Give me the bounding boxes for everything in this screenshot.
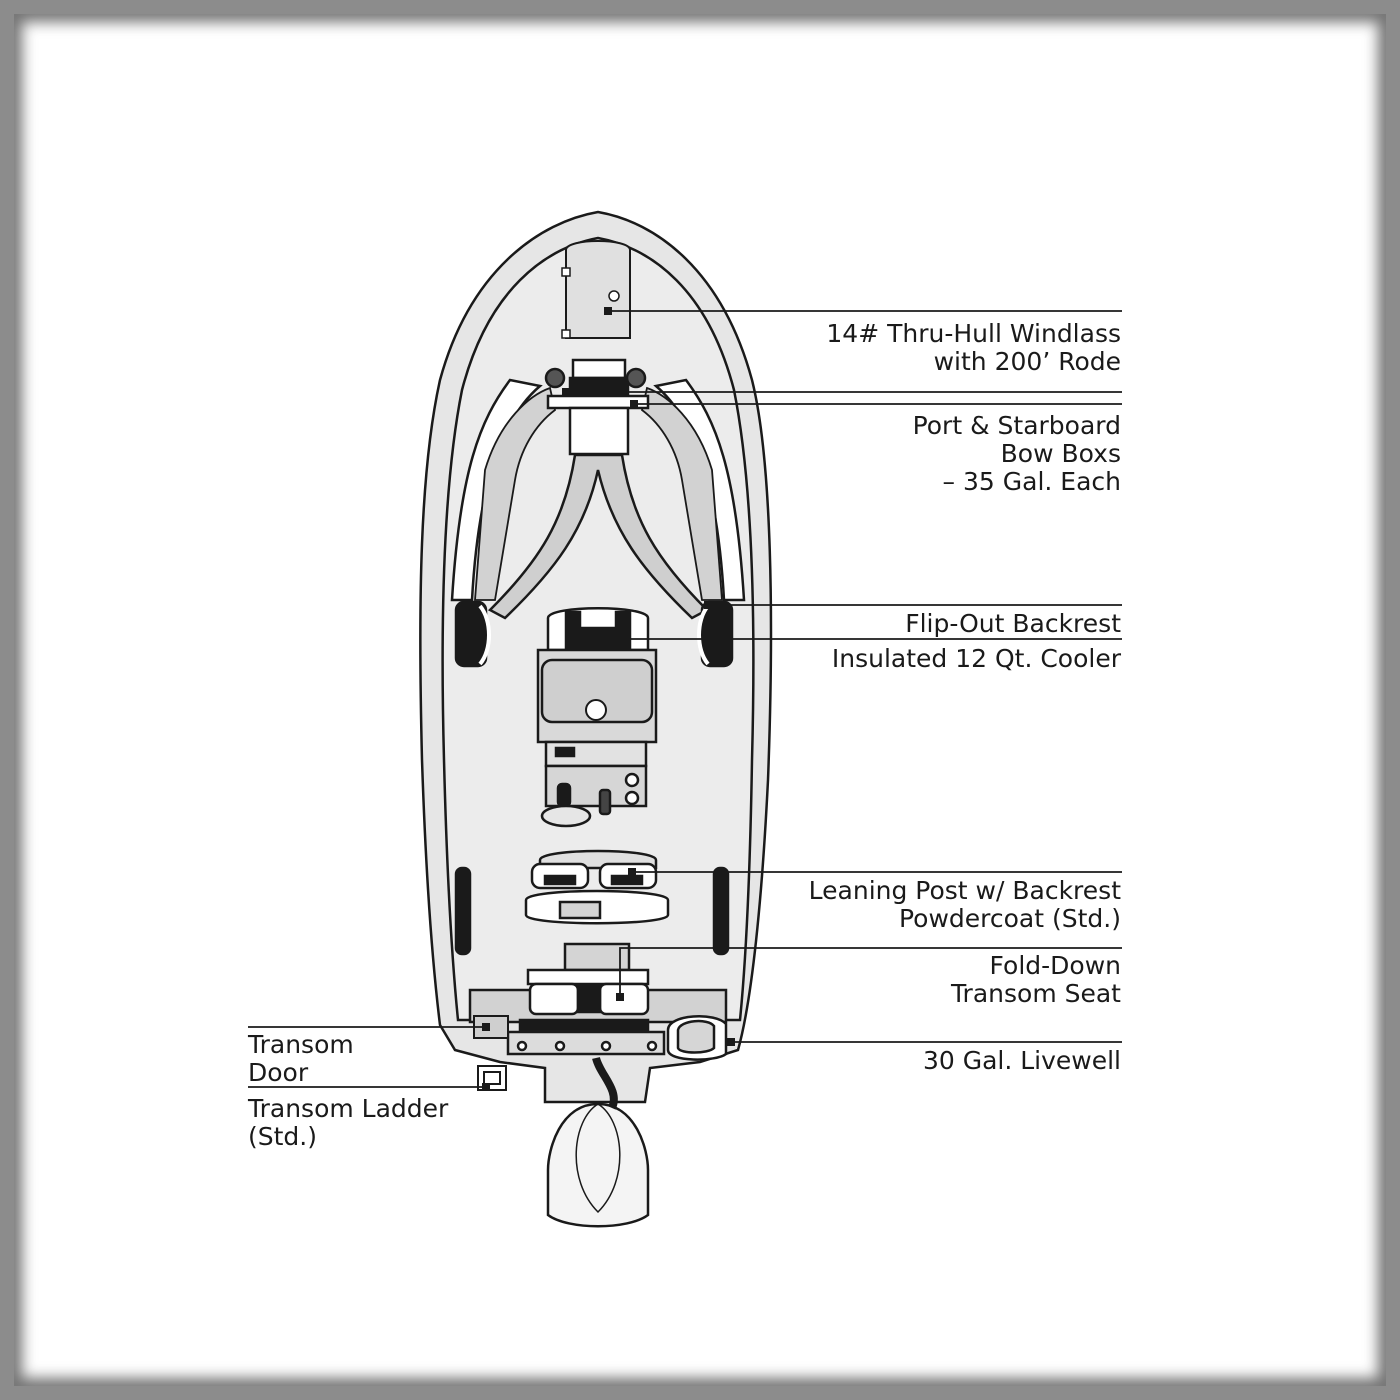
callout-transom-seat-line2: Transom Seat xyxy=(950,979,1121,1008)
callout-transom-ladder-line2: (Std.) xyxy=(248,1122,317,1151)
callout-windlass-line2: with 200’ Rode xyxy=(933,347,1121,376)
callout-cooler: Insulated 12 Qt. Cooler xyxy=(832,645,1121,673)
callout-transom-ladder: Transom Ladder (Std.) xyxy=(248,1095,448,1151)
callout-livewell-line1: 30 Gal. Livewell xyxy=(922,1046,1121,1075)
boat-hull xyxy=(419,210,773,1228)
callout-transom-door: Transom Door xyxy=(248,1031,354,1087)
callout-windlass-line1: 14# Thru-Hull Windlass xyxy=(826,319,1121,348)
callout-leaning-post-line2: Powdercoat (Std.) xyxy=(898,904,1121,933)
callout-bow-boxes: Port & Starboard Bow Boxs – 35 Gal. Each xyxy=(913,412,1121,496)
callout-bow-boxes-line1: Port & Starboard xyxy=(912,411,1121,440)
callout-markers xyxy=(482,307,735,1091)
callout-transom-seat-line1: Fold-Down xyxy=(989,951,1121,980)
callout-leaning-post: Leaning Post w/ Backrest Powdercoat (Std… xyxy=(809,877,1121,933)
callout-bow-boxes-line3: – 35 Gal. Each xyxy=(942,467,1121,496)
callout-transom-door-line1: Transom xyxy=(248,1030,354,1059)
callout-bow-boxes-line2: Bow Boxs xyxy=(1000,439,1121,468)
callout-leaders xyxy=(248,310,1122,1088)
callout-leaning-post-line1: Leaning Post w/ Backrest xyxy=(808,876,1121,905)
callout-transom-ladder-line1: Transom Ladder xyxy=(248,1094,449,1123)
callout-flip-out-backrest: Flip-Out Backrest xyxy=(905,610,1121,638)
callout-livewell: 30 Gal. Livewell xyxy=(923,1047,1121,1075)
callout-cooler-line1: Insulated 12 Qt. Cooler xyxy=(831,644,1121,673)
callout-windlass: 14# Thru-Hull Windlass with 200’ Rode xyxy=(826,320,1121,376)
callout-transom-seat: Fold-Down Transom Seat xyxy=(951,952,1121,1008)
callout-flip-out-backrest-line1: Flip-Out Backrest xyxy=(905,609,1121,638)
callout-transom-door-line2: Door xyxy=(248,1058,309,1087)
